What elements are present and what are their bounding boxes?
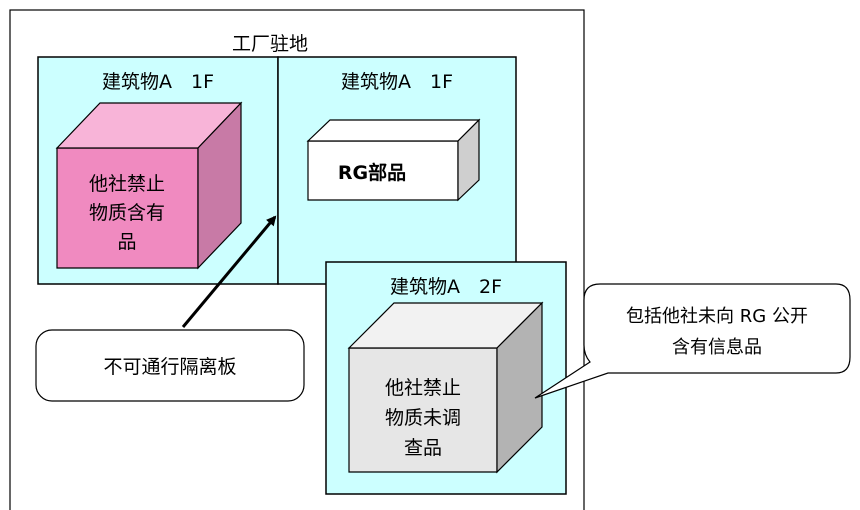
site-title: 工厂驻地 <box>232 33 308 55</box>
building-bottom-label: 建筑物A 2F <box>390 276 502 298</box>
uninvestigated-box-line-2: 物质未调 <box>385 407 461 429</box>
uninvestigated-box-line-3: 查品 <box>404 437 442 459</box>
prohibited-box-line-3: 品 <box>117 231 136 253</box>
prohibited-box-line-1: 他社禁止 <box>89 173 165 195</box>
rg-parts-box: RG部品 <box>306 118 481 202</box>
info-speech-bubble <box>534 283 851 399</box>
building-right-label: 建筑物A 1F <box>341 71 453 93</box>
info-bubble-line-1: 包括他社未向 RG 公开 <box>626 306 808 327</box>
uninvestigated-product-box: 他社禁止 物质未调 查品 <box>347 301 544 474</box>
partition-callout-text: 不可通行隔离板 <box>103 356 236 378</box>
partition-arrow <box>181 215 277 328</box>
prohibited-substance-box: 他社禁止 物质含有 品 <box>55 101 243 270</box>
info-bubble-line-2: 含有信息品 <box>672 337 762 358</box>
prohibited-box-line-2: 物质含有 <box>89 202 165 224</box>
rg-parts-label: RG部品 <box>338 161 406 184</box>
partition-callout <box>35 329 305 402</box>
factory-site-frame <box>9 9 585 510</box>
building-left-label: 建筑物A 1F <box>102 71 214 93</box>
uninvestigated-box-line-1: 他社禁止 <box>385 377 461 399</box>
